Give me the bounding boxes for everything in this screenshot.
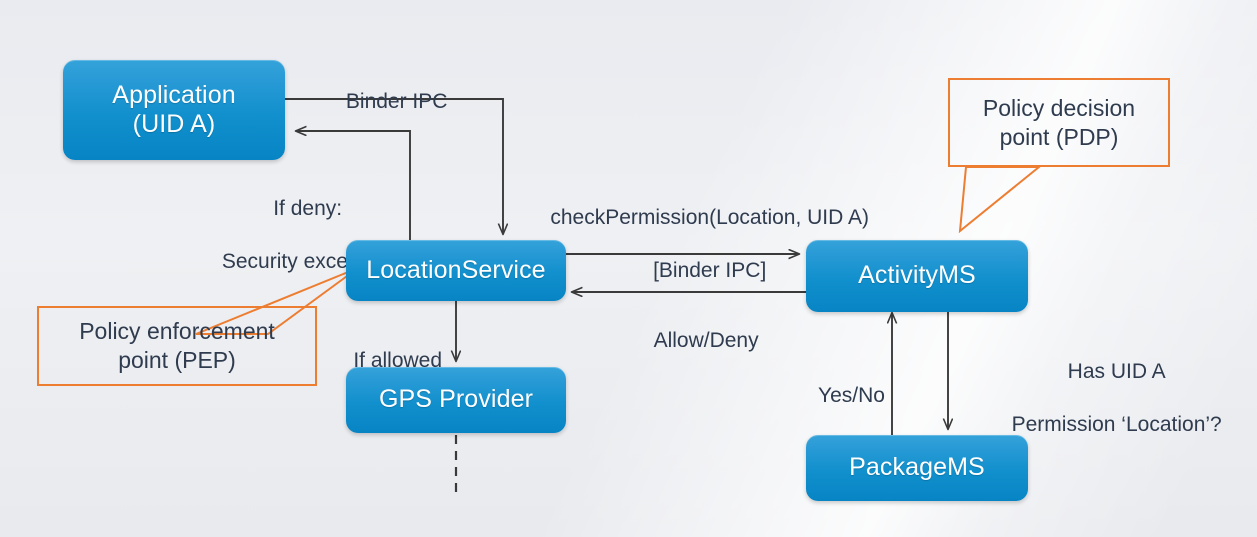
label-check-permission-line1: checkPermission(Location, UID A) [550,206,869,230]
node-locationservice-line1: LocationService [366,255,546,284]
node-gpsprovider-line1: GPS Provider [378,385,534,414]
label-if-allowed-line1: If allowed [353,349,443,373]
label-yes-no: Yes/No [788,357,892,436]
label-allow-deny: Allow/Deny [600,302,790,381]
callout-pdp-line1: Policy decision [982,94,1136,121]
label-if-deny-line1: If deny: [273,197,343,221]
label-has-permission: Has UID A Permission ‘Location’? [962,333,1248,464]
callout-pdp[interactable]: Policy decision point (PDP) [948,78,1170,167]
node-activityms-line1: ActivityMS [858,261,976,290]
node-application-line1: Application [112,80,236,109]
node-packagems-line1: PackageMS [849,453,985,482]
callout-pep-line2: point (PEP) [118,347,236,373]
callout-pep[interactable]: Policy enforcement point (PEP) [37,306,317,386]
callout-pep-line1: Policy enforcement [79,318,275,345]
label-check-permission-line2: [Binder IPC] [653,258,767,282]
label-has-permission-line1: Has UID A [1067,360,1166,384]
callout-pdp-line2: point (PDP) [999,123,1119,150]
node-activityms[interactable]: ActivityMS [806,240,1028,312]
node-packagems[interactable]: PackageMS [806,435,1028,501]
label-has-permission-line2: Permission ‘Location’? [1011,412,1222,436]
label-yes-no-line1: Yes/No [818,384,885,408]
label-if-allowed: If allowed [325,322,447,401]
label-binder-ipc: Binder IPC [310,63,460,142]
label-binder-ipc-line1: Binder IPC [345,90,448,114]
node-gpsprovider[interactable]: GPS Provider [346,367,566,433]
node-locationservice[interactable]: LocationService [346,240,566,301]
label-allow-deny-line1: Allow/Deny [653,329,759,353]
node-application[interactable]: Application (UID A) [63,60,285,160]
callout-tail-pdp [958,166,1042,234]
label-check-permission: checkPermission(Location, UID A) [Binder… [508,179,888,310]
node-application-line2: (UID A) [132,110,216,138]
